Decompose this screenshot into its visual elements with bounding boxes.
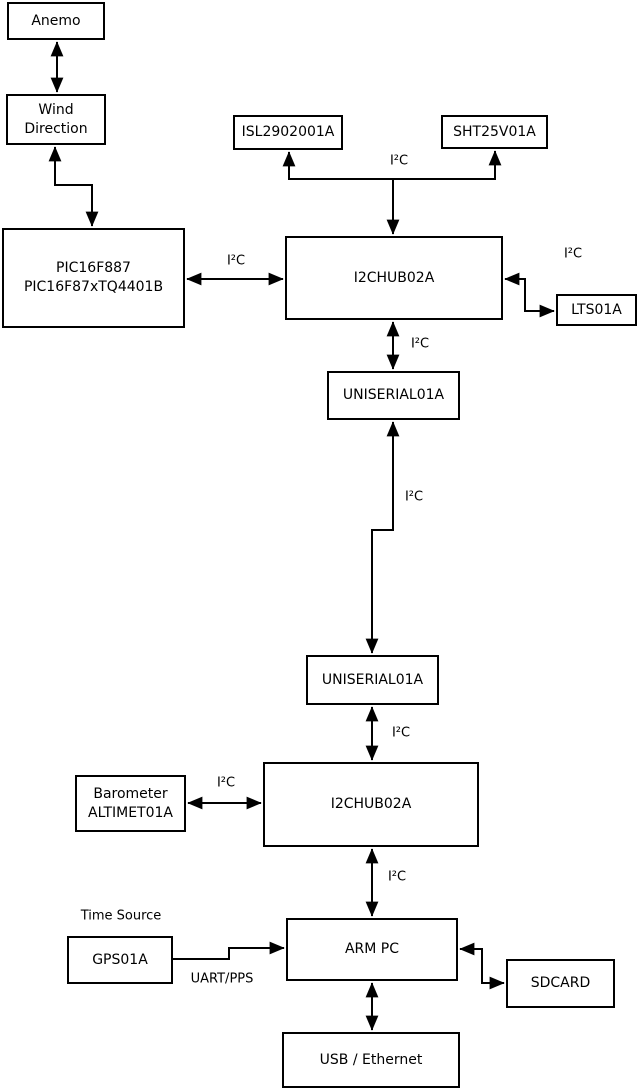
node-label: UNISERIAL01A <box>321 671 424 688</box>
connector-armpc-sdcard <box>459 942 505 990</box>
edge-label-i2c-hub1-uniserial1: I²C <box>410 336 430 352</box>
connector-wind-pic <box>48 146 99 227</box>
node-label: I2CHUB02A <box>353 269 435 286</box>
node-label: I2CHUB02A <box>330 796 412 813</box>
node-label: USB / Ethernet <box>319 1051 423 1068</box>
edge-label-i2c-uniserial2-hub2: I²C <box>391 725 411 741</box>
edge-label-i2c-bus-top: I²C <box>389 153 409 169</box>
edge-label-i2c-barometer-hub2: I²C <box>216 775 236 791</box>
node-arm-pc: ARM PC <box>286 918 458 981</box>
node-isl2902001a: ISL2902001A <box>233 115 343 150</box>
node-label: LTS01A <box>571 301 622 318</box>
node-wind-direction: Wind Direction <box>6 94 106 145</box>
node-label: Direction <box>24 120 88 137</box>
node-label: SDCARD <box>530 975 591 992</box>
node-label: ISL2902001A <box>241 124 335 141</box>
node-label: ALTIMET01A <box>88 804 173 821</box>
node-label: PIC16F87xTQ4401B <box>23 279 164 295</box>
connector-uniserial1-uniserial2 <box>365 421 400 654</box>
edge-label-i2c-hub2-armpc: I²C <box>387 869 407 885</box>
node-label: GPS01A <box>92 951 148 968</box>
node-usb-ethernet: USB / Ethernet <box>282 1032 460 1088</box>
edge-label-i2c-hub1-lts: I²C <box>563 246 583 262</box>
edge-label-uart-pps: UART/PPS <box>190 971 254 987</box>
edge-label-i2c-pic-hub1: I²C <box>226 253 246 269</box>
node-barometer-altimet01a: Barometer ALTIMET01A <box>75 775 186 832</box>
node-label: PIC16F887 <box>56 260 131 277</box>
node-i2chub02a-lower: I2CHUB02A <box>263 762 479 847</box>
node-label: Anemo <box>31 12 81 29</box>
node-label: Barometer <box>93 785 168 802</box>
node-label: ARM PC <box>344 941 400 958</box>
edge-label-i2c-uniserial1-uniserial2: I²C <box>404 489 424 505</box>
node-gps01a: GPS01A <box>67 936 173 984</box>
node-lts01a: LTS01A <box>556 294 637 326</box>
node-label: SHT25V01A <box>453 123 536 140</box>
node-label: Wind <box>38 101 74 118</box>
node-i2chub02a-upper: I2CHUB02A <box>285 236 503 320</box>
node-label: UNISERIAL01A <box>342 387 445 404</box>
node-sdcard: SDCARD <box>506 959 615 1008</box>
node-uniserial01a-upper: UNISERIAL01A <box>327 371 460 420</box>
node-anemometer: Anemo <box>7 2 105 40</box>
node-pic16f887: PIC16F887 PIC16F87xTQ4401B <box>2 228 185 328</box>
connector-hub1-lts <box>504 272 555 318</box>
connector-gps-armpc <box>173 941 285 960</box>
node-sht25v01a: SHT25V01A <box>441 115 548 149</box>
edge-label-time-source: Time Source <box>80 908 162 924</box>
node-uniserial01a-lower: UNISERIAL01A <box>306 655 439 705</box>
